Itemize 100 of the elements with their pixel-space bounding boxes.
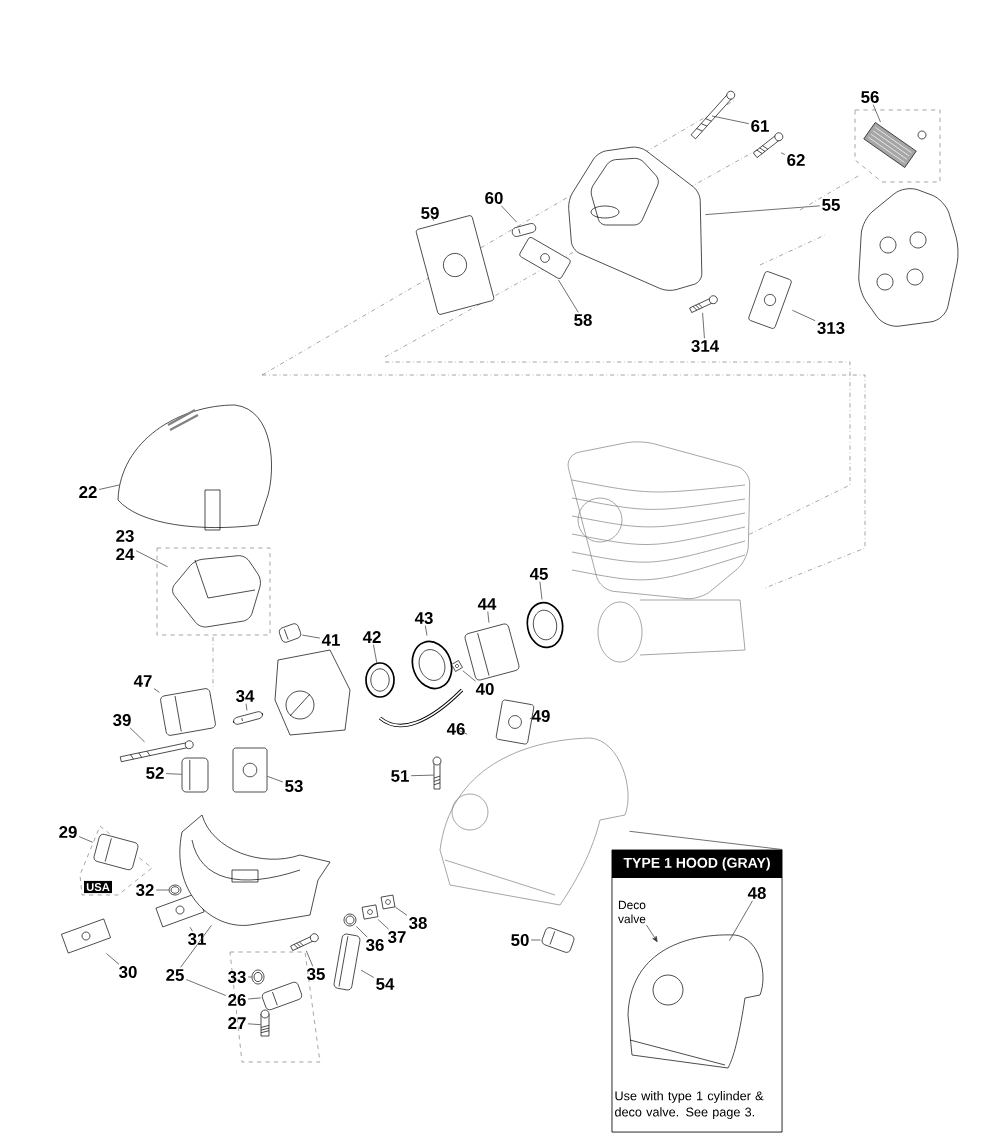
bushing (343, 913, 357, 927)
callout-number: 58 (574, 314, 592, 326)
leader-line (267, 775, 284, 783)
filter-screen (863, 122, 927, 168)
callout-number: 31 (188, 933, 206, 945)
bolt (690, 90, 736, 140)
callout-number: 52 (146, 767, 164, 779)
arrow (646, 924, 658, 942)
callout-number: 23 24 (116, 530, 135, 561)
leader-line (180, 925, 212, 968)
callout-number: 47 (133, 675, 152, 687)
callout-number: 41 (321, 634, 340, 646)
leader-line (377, 919, 389, 930)
callout-number: 313 (817, 322, 845, 334)
leader-line (78, 836, 94, 843)
pin (233, 711, 264, 725)
callout-number: 61 (751, 120, 769, 132)
gasket (519, 237, 571, 279)
leader-line (558, 279, 579, 313)
grommet (251, 969, 265, 985)
callout-number: 32 (136, 884, 154, 896)
callout-number: 56 (861, 91, 879, 103)
annotation-text: Deco valve (618, 900, 646, 924)
callout-number: 314 (691, 340, 719, 352)
callout-number: 54 (376, 978, 395, 990)
leader-line (360, 969, 375, 978)
callout-number: 40 (475, 683, 494, 695)
screw (290, 933, 319, 951)
leader-line (629, 830, 783, 850)
leader-line (457, 729, 468, 735)
callout-number: 37 (388, 931, 406, 943)
callout-number: 51 (391, 770, 409, 782)
leader-line (245, 703, 248, 711)
clip (361, 904, 379, 920)
air-intake-hood (627, 934, 764, 1069)
leader-line (129, 727, 145, 743)
callout-number: 55 (822, 199, 840, 211)
callout-number: 59 (421, 207, 439, 219)
callout-number: 30 (119, 966, 137, 978)
callout-number: 25 (166, 969, 184, 981)
leader-line (98, 484, 120, 490)
air-filter-cover (117, 404, 272, 531)
callout-number: 49 (531, 710, 550, 722)
bracket (232, 747, 268, 793)
leader-line (424, 625, 428, 636)
callout-number: 48 (747, 887, 766, 899)
leader-line (165, 773, 182, 775)
leader-line (410, 774, 434, 777)
bracket (748, 271, 792, 329)
leader-line (247, 976, 252, 978)
callout-number: 33 (228, 971, 246, 983)
hose-clamp (365, 662, 395, 698)
callout-number: 34 (236, 690, 255, 702)
leader-line (153, 688, 160, 693)
callout-number: 22 (79, 486, 97, 498)
leader-line (529, 717, 535, 719)
screw (432, 756, 442, 790)
leader-line (247, 997, 262, 1000)
leader-line (462, 670, 476, 682)
leader-line (487, 611, 490, 623)
leader-line (356, 926, 368, 938)
note-text: Use with type 1 cylinder & deco valve. See page 3. (615, 1091, 764, 1119)
callout-number: 44 (477, 598, 497, 610)
callout-number: 35 (307, 968, 325, 980)
leader-line (185, 979, 227, 996)
leader-line (780, 152, 786, 155)
country-badge: USA (84, 880, 112, 894)
nut (451, 660, 463, 672)
leader-line (247, 1023, 261, 1026)
air-filter (172, 555, 261, 628)
callout-number: 29 (59, 826, 77, 838)
muffler (568, 146, 703, 291)
push-rivet (260, 1009, 270, 1037)
leader-line (305, 950, 314, 967)
rubber-tube (333, 933, 361, 991)
callout-number: 46 (446, 723, 465, 735)
callout-number: 38 (409, 917, 427, 929)
callout-number: 50 (511, 934, 529, 946)
slider (155, 892, 205, 928)
callout-number: 36 (366, 939, 384, 951)
choke-lever (61, 918, 111, 954)
callout-number: 53 (285, 780, 303, 792)
leader-line (135, 550, 168, 568)
leader-line (539, 581, 543, 600)
plug (541, 927, 575, 953)
leader-line (301, 634, 321, 639)
leader-line (530, 939, 541, 941)
fitting (278, 623, 302, 643)
rubber-pad (261, 981, 303, 1011)
leader-line (189, 926, 193, 932)
bolt (119, 740, 194, 763)
leader-line (702, 312, 705, 339)
nut (168, 884, 182, 896)
leader-line (373, 644, 378, 663)
leader-line (394, 906, 408, 916)
flange (411, 640, 453, 690)
leader-line (792, 309, 816, 322)
pin (511, 223, 537, 237)
panel-header: TYPE 1 HOOD (GRAY) (612, 850, 783, 878)
screw (689, 295, 718, 313)
